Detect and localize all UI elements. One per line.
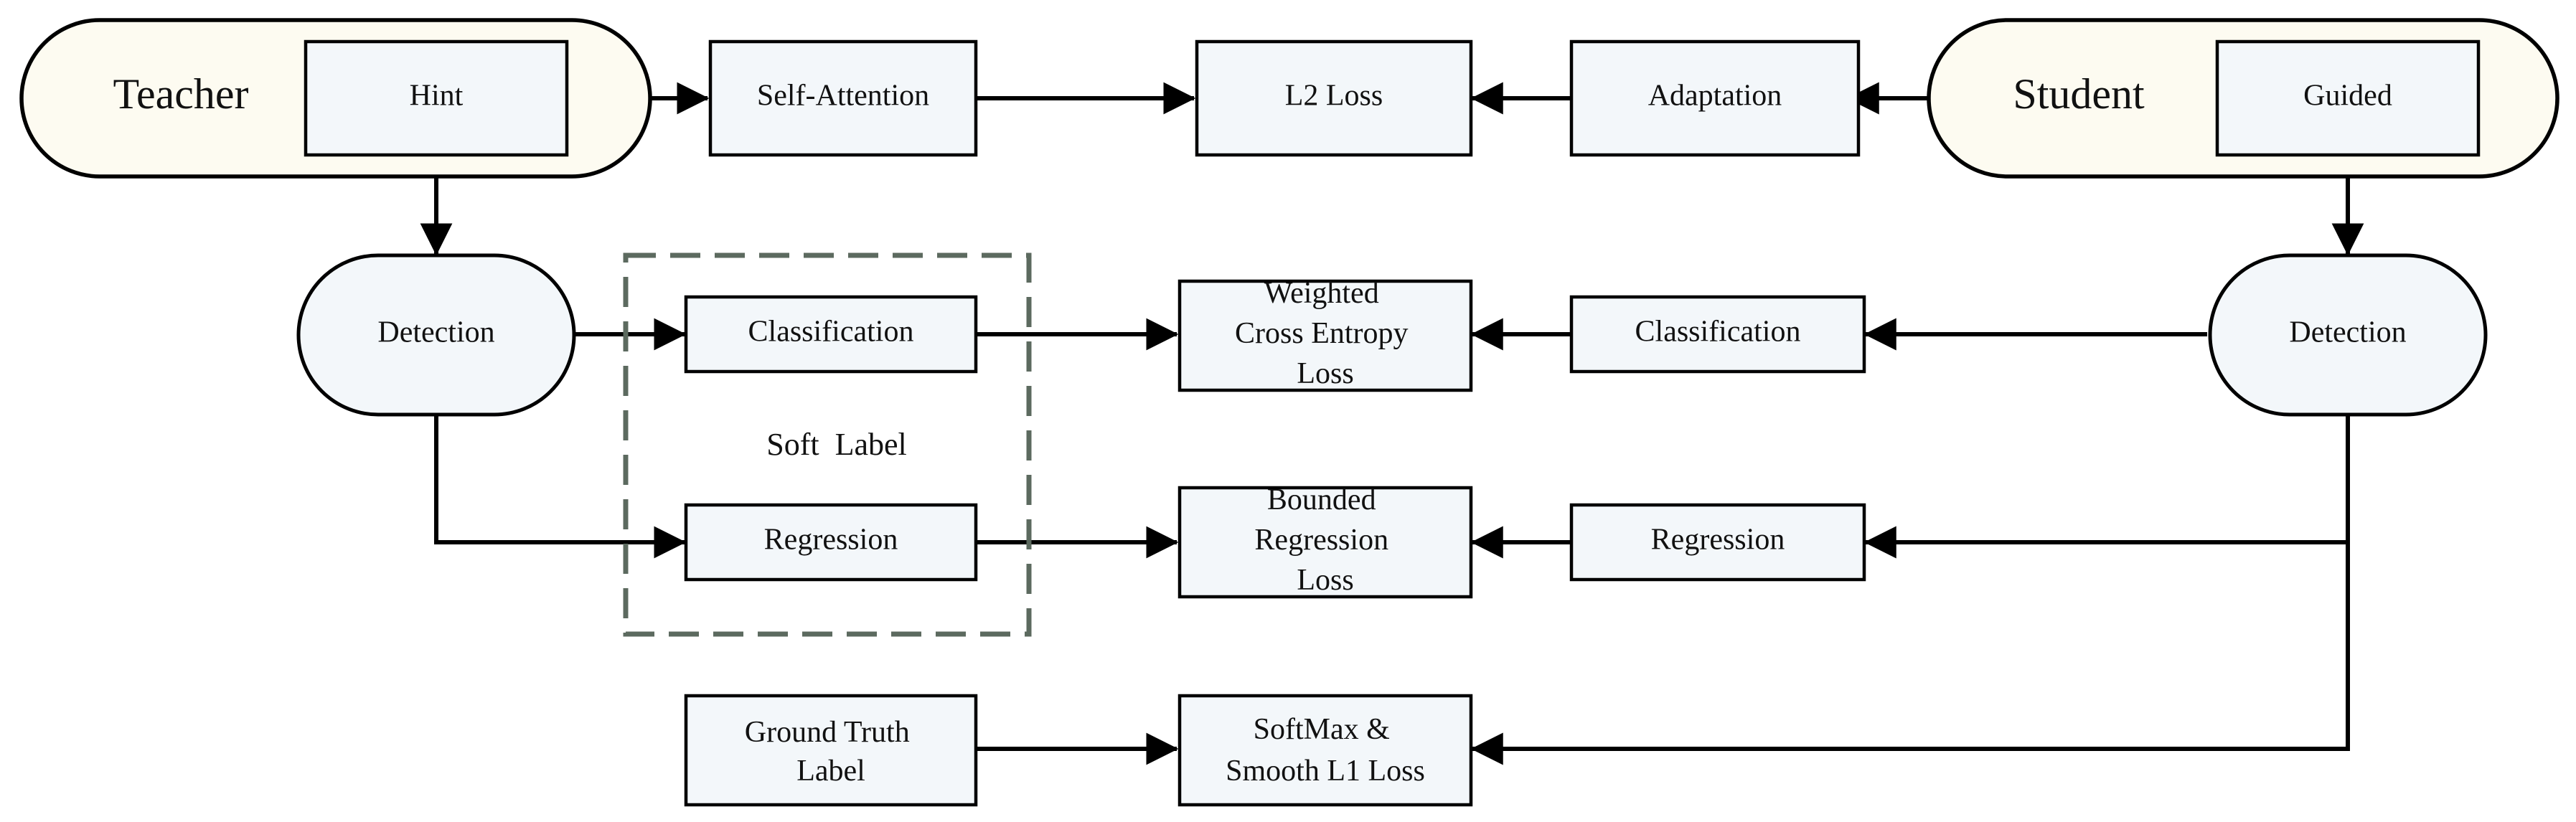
l2-loss-box (1195, 39, 1473, 157)
student-detection-label: Detection (2289, 316, 2406, 349)
softmax-l1-line-2: Smooth L1 Loss (1226, 755, 1425, 788)
guided-label: Guided (2303, 80, 2392, 113)
arrow-student-detection-to-regression (1863, 416, 2350, 559)
ground-truth-label: Ground Truth Label (745, 716, 917, 788)
self-attention-box (708, 39, 978, 157)
weighted-ce-line-3: Loss (1297, 357, 1353, 390)
soft-label-text: Soft Label (766, 427, 907, 462)
hint-box (304, 39, 569, 157)
weighted-ce-loss-box (1177, 279, 1473, 392)
student-regression-box (1569, 503, 1866, 582)
guided-box (2215, 39, 2481, 157)
ground-truth-line-2: Label (796, 755, 865, 788)
ground-truth-line-1: Ground Truth (745, 716, 910, 749)
softmax-l1-loss-box (1177, 694, 1473, 807)
bounded-reg-line-2: Regression (1254, 524, 1388, 557)
student-regression-label: Regression (1651, 524, 1785, 557)
teacher-classification-box (684, 295, 978, 374)
softmax-l1-line-1: SoftMax & (1254, 713, 1390, 746)
weighted-ce-loss-label: Weighted Cross Entropy Loss (1235, 277, 1416, 390)
teacher-detection-pill (296, 253, 576, 417)
student-block: Student Guided (1927, 18, 2559, 179)
student-detection-pill (2208, 253, 2488, 417)
bounded-reg-loss-label: Bounded Regression Loss (1254, 483, 1396, 597)
self-attention-label: Self-Attention (757, 80, 929, 113)
student-classification-label: Classification (1635, 316, 1801, 349)
weighted-ce-line-1: Weighted (1264, 277, 1379, 310)
hint-label: Hint (410, 80, 464, 113)
l2-loss-label: L2 Loss (1285, 80, 1383, 113)
adaptation-label: Adaptation (1648, 80, 1782, 113)
softmax-l1-loss-label: SoftMax & Smooth L1 Loss (1226, 713, 1425, 788)
soft-label-region (623, 252, 1032, 637)
ground-truth-box (684, 694, 978, 807)
teacher-regression-box (684, 503, 978, 582)
teacher-classification-label: Classification (748, 316, 914, 349)
bounded-reg-loss-box (1177, 486, 1473, 599)
bounded-reg-line-3: Loss (1297, 564, 1353, 597)
arrow-student-detection-to-softmax-l1 (1470, 542, 2350, 765)
arrow-detection-to-regression (434, 416, 687, 559)
adaptation-box (1569, 39, 1861, 157)
connectors (420, 82, 2364, 765)
student-label: Student (2013, 70, 2145, 118)
student-classification-box (1569, 295, 1866, 374)
teacher-label: Teacher (113, 70, 249, 118)
bounded-reg-line-1: Bounded (1267, 483, 1376, 516)
weighted-ce-line-2: Cross Entropy (1235, 317, 1409, 350)
teacher-block: Teacher Hint (19, 18, 652, 179)
teacher-regression-label: Regression (764, 524, 898, 557)
teacher-detection-label: Detection (377, 316, 494, 349)
